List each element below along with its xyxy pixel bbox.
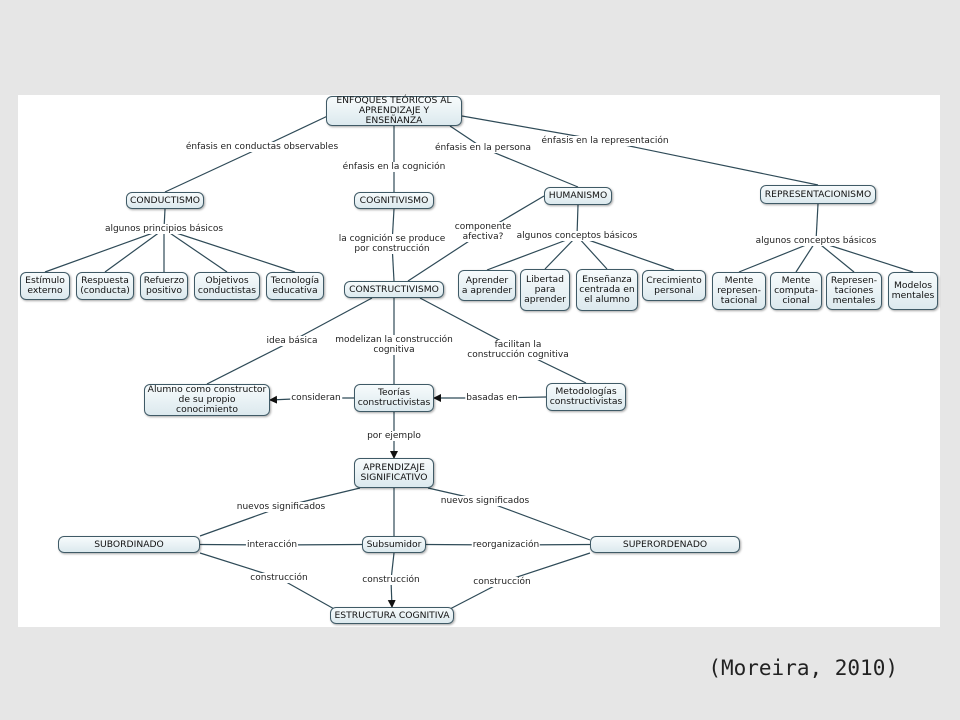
node-conductismo: CONDUCTISMO [126, 192, 204, 209]
link-label-construccion-right: construcción [472, 577, 532, 587]
node-superordenado: SUPERORDENADO [590, 536, 740, 553]
link-label-interaccion: interacción [245, 540, 299, 550]
node-humanismo: HUMANISMO [544, 187, 612, 205]
node-constructivismo: CONSTRUCTIVISMO [344, 281, 444, 298]
link-label-representacion: énfasis en la representación [540, 136, 670, 146]
edge-root-conductismo [261, 112, 335, 148]
edge-nuevos-right-superordenado [484, 500, 591, 541]
edge-conceptos-h-aprender [486, 235, 578, 271]
link-label-persona: énfasis en la persona [433, 143, 533, 153]
connector-layer [44, 112, 914, 611]
edge-constructivismo-idea [291, 297, 373, 342]
edge-principios-tecnologia [163, 228, 296, 273]
node-metodologias: Metodologías constructivistas [546, 383, 626, 411]
node-mente-rep: Mente represen- tacional [712, 272, 766, 310]
node-aprendizaje: APRENDIZAJE SIGNIFICATIVO [354, 458, 434, 488]
concept-map: ENFOQUES TEÓRICOS AL APRENDIZAJE Y ENSEÑ… [18, 95, 940, 627]
link-label-basadas: basadas en [465, 393, 519, 403]
node-alumno: Alumno como constructor de su propio con… [144, 384, 270, 416]
node-estimulo: Estímulo externo [20, 272, 70, 300]
node-respuesta: Respuesta (conducta) [76, 272, 134, 300]
node-representaciones: Represen- taciones mentales [826, 272, 882, 310]
link-label-nuevos-right: nuevos significados [439, 496, 531, 506]
edge-conceptos-r-mente_rep [738, 240, 817, 273]
node-estructura: ESTRUCTURA COGNITIVA [330, 607, 454, 624]
link-label-nuevos-left: nuevos significados [235, 502, 327, 512]
node-crecimiento: Crecimiento personal [642, 270, 706, 301]
edge-conceptos-h-libertad [544, 235, 578, 270]
edge-principios-estimulo [44, 228, 165, 273]
node-subordinado: SUBORDINADO [58, 536, 200, 553]
node-refuerzo: Refuerzo positivo [140, 272, 188, 300]
node-root: ENFOQUES TEÓRICOS AL APRENDIZAJE Y ENSEÑ… [326, 96, 462, 126]
link-label-facilitan: facilitan la construcción cognitiva [466, 340, 570, 360]
node-objetivos: Objetivos conductistas [194, 272, 260, 300]
node-cognitivismo: COGNITIVISMO [354, 192, 434, 209]
link-label-modelizan: modelizan la construcción cognitiva [334, 335, 454, 355]
node-modelos: Modelos mentales [888, 272, 938, 310]
link-label-conceptos-h: algunos conceptos básicos [515, 231, 639, 241]
edge-conductas-conductismo [164, 146, 263, 193]
node-tecnologia: Tecnología educativa [266, 272, 324, 300]
node-mente-comp: Mente computa- cional [770, 272, 822, 310]
link-label-conductas: énfasis en conductas observables [184, 142, 340, 152]
link-label-afectiva: componente afectiva? [453, 222, 513, 242]
link-label-construccion-left: construcción [249, 573, 309, 583]
link-label-construccion-mid: construcción [361, 575, 421, 585]
edge-construccion-left-estructura [278, 577, 337, 611]
link-label-conceptos-r: algunos conceptos básicos [754, 236, 878, 246]
node-aprender: Aprender a aprender [458, 270, 516, 301]
edge-conceptos-h-crecimiento [576, 235, 675, 271]
citation: (Moreira, 2010) [708, 656, 898, 680]
edge-conceptos-h-ensenanza [576, 235, 608, 270]
edge-conceptos-r-representaciones [815, 240, 855, 273]
edge-idea-alumno [206, 340, 293, 385]
link-label-reorganizacion: reorganización [471, 540, 541, 550]
edge-representacion-representacionismo [604, 140, 819, 186]
node-representacionismo: REPRESENTACIONISMO [760, 185, 876, 204]
edge-principios-objetivos [163, 228, 228, 273]
link-label-principios: algunos principios básicos [103, 224, 225, 234]
node-subsumidor: Subsumidor [362, 536, 426, 553]
node-libertad: Libertad para aprender [520, 269, 570, 311]
edge-conceptos-r-mente_comp [795, 240, 817, 273]
link-label-ejemplo: por ejemplo [366, 431, 422, 441]
link-label-construccion-cog: la cognición se produce por construcción [337, 234, 447, 254]
node-ensenanza: Enseñanza centrada en el alumno [576, 269, 638, 311]
node-teorias: Teorías constructivistas [354, 384, 434, 412]
link-label-idea: idea básica [265, 336, 319, 346]
edge-persona-humanismo [482, 147, 579, 188]
edge-humanismo-conceptos [576, 204, 579, 237]
edge-conceptos-r-modelos [815, 240, 914, 273]
link-label-cognicion: énfasis en la cognición [341, 162, 447, 172]
link-label-consideran: consideran [290, 393, 342, 403]
edge-representacionismo-conceptos [815, 203, 819, 242]
edge-principios-respuesta [104, 228, 165, 273]
